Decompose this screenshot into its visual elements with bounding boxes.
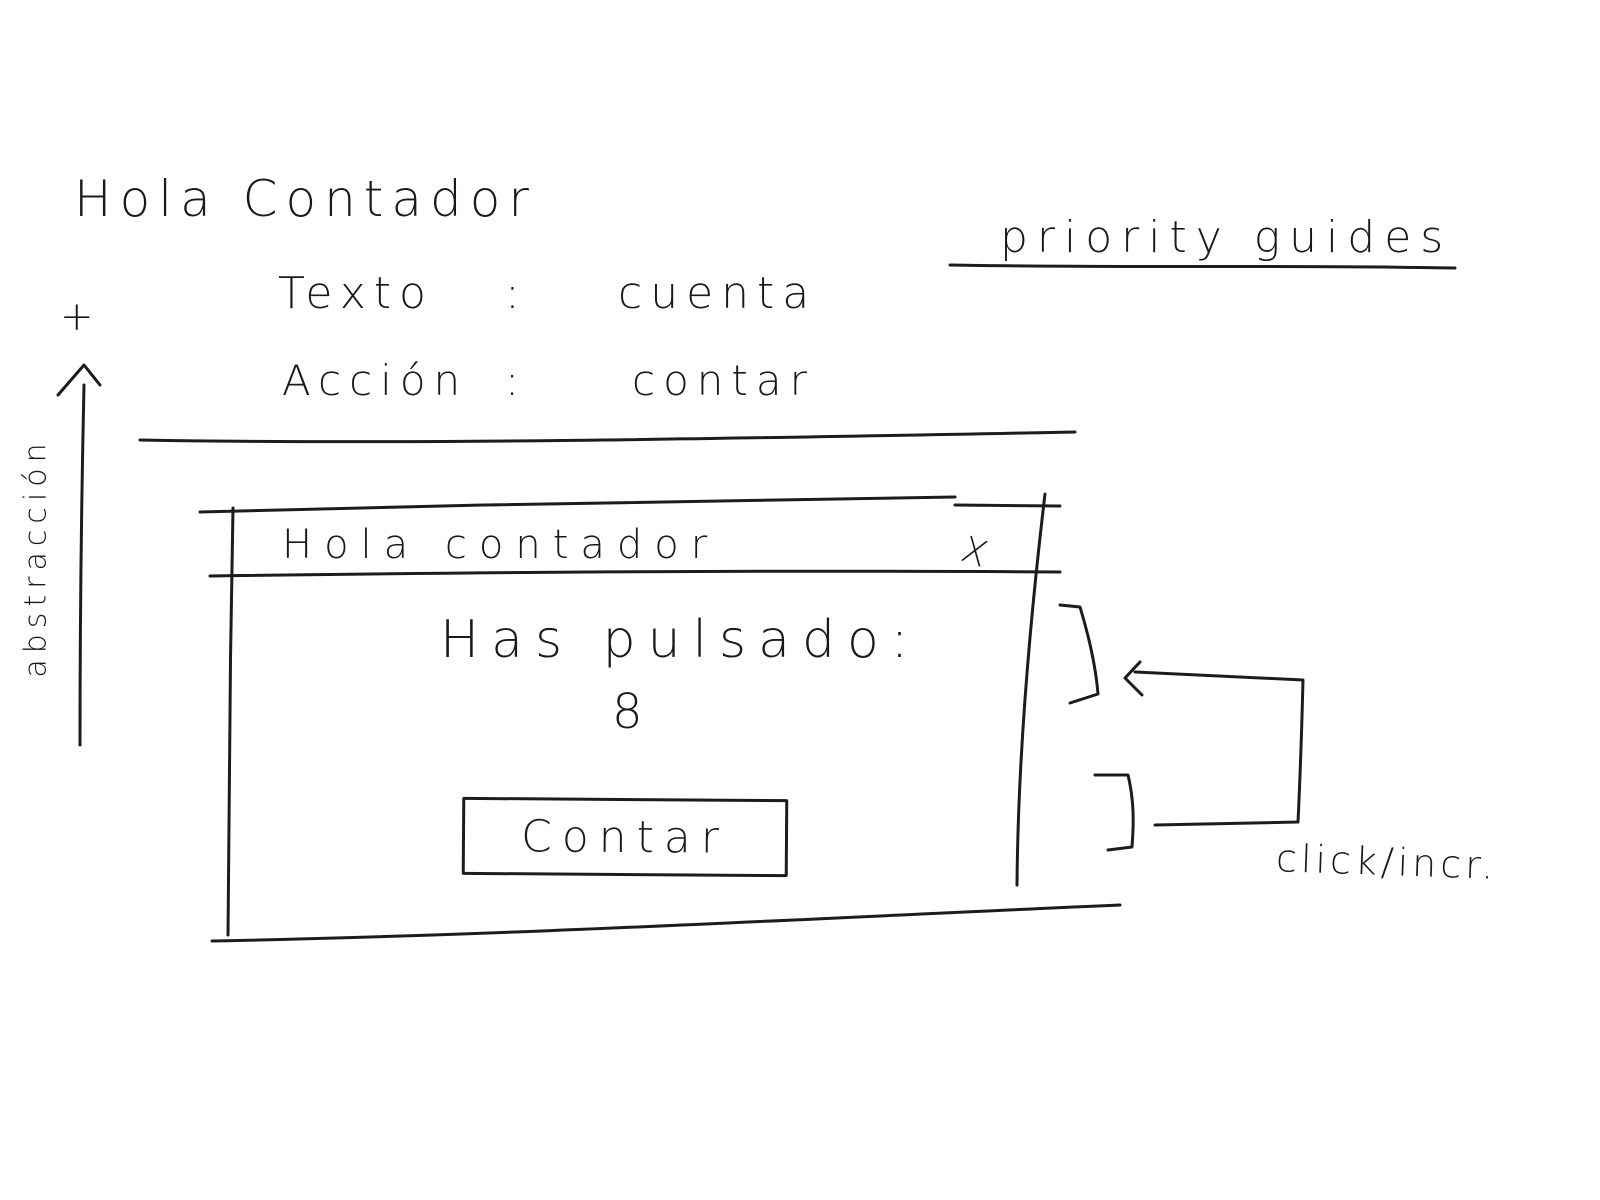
click-connector	[1133, 670, 1305, 827]
abstraction-arrow-head	[56, 363, 102, 397]
contar-button[interactable]: Contar	[461, 796, 789, 878]
priority-guides-label: priority guides	[1000, 212, 1453, 263]
spec-separator	[138, 430, 1077, 444]
window-title: Hola contador	[282, 522, 720, 568]
window-top-border	[198, 495, 957, 514]
contar-button-label: Contar	[520, 810, 730, 864]
window-bottom-border	[210, 903, 1122, 943]
window-titlebar-divider	[208, 569, 1062, 578]
spec-field-separator: :	[505, 356, 528, 405]
spec-field-value: contar	[632, 356, 815, 405]
click-connector-arrowhead	[1123, 660, 1144, 697]
abstraction-plus: +	[60, 294, 94, 340]
abstraction-arrow-shaft	[78, 383, 86, 747]
bracket-button	[1093, 773, 1135, 852]
click-increment-annotation: click/incr.	[1275, 836, 1499, 888]
counter-value: 8	[612, 684, 643, 740]
spec-field-value: cuenta	[618, 268, 818, 319]
spec-field-key: Acción	[282, 356, 469, 405]
bracket-count	[1058, 603, 1100, 705]
priority-guides-underline	[948, 263, 1457, 270]
counter-message: Has pulsado:	[440, 610, 921, 670]
window-left-border	[226, 506, 235, 937]
window-right-border	[1015, 492, 1047, 887]
spec-title: Hola Contador	[74, 170, 537, 228]
spec-field-separator: :	[505, 268, 528, 319]
spec-field-key: Texto	[278, 268, 434, 319]
abstraction-label: abstracción	[18, 437, 54, 678]
